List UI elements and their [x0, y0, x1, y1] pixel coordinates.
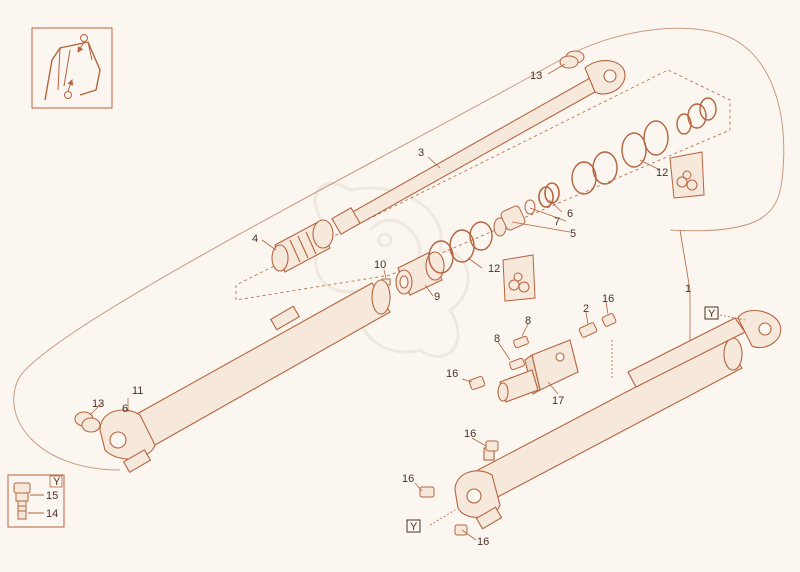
- callout-15: 15: [46, 490, 58, 502]
- reference-y-top: Y: [708, 308, 716, 320]
- callout-13-bottom: 13: [92, 398, 104, 410]
- excavator-boom-locator-icon: [31, 27, 113, 109]
- gland-seals: [428, 221, 493, 274]
- callout-10: 10: [374, 259, 386, 271]
- callout-6: 6: [567, 208, 573, 220]
- cylinder-gland: [395, 251, 445, 296]
- hydraulic-fittings: [419, 313, 617, 536]
- callout-9: 9: [434, 291, 440, 303]
- piston-seals: [571, 97, 717, 195]
- callout-12-upper: 12: [656, 167, 668, 179]
- callout-16-bottom: 16: [477, 536, 489, 548]
- callout-7: 7: [554, 216, 560, 228]
- cylinder-barrel-left: [99, 279, 391, 473]
- bleed-fitting-inset: [7, 474, 65, 528]
- callout-8-upper: 8: [525, 315, 531, 327]
- callout-1: 1: [685, 283, 691, 295]
- callout-4: 4: [252, 233, 258, 245]
- piston: [271, 219, 334, 273]
- callout-11-sub: 6: [122, 403, 128, 415]
- callout-17: 17: [552, 395, 564, 407]
- piston-nut-and-rings: [493, 182, 560, 237]
- callouts: 13 3 4 10 9 12 6 7 5 12 1 11 6 13 8 8 2 …: [46, 70, 691, 548]
- callout-12-lower: 12: [488, 263, 500, 275]
- reference-marks: Y Y Y: [53, 306, 719, 533]
- reference-y-inset: Y: [53, 476, 61, 488]
- callout-3: 3: [418, 147, 424, 159]
- callout-16-left: 16: [402, 473, 414, 485]
- callout-14: 14: [46, 508, 58, 520]
- rod-bushing-bottom: [74, 411, 101, 433]
- callout-5: 5: [570, 228, 576, 240]
- piston-rod: [331, 59, 626, 236]
- relief-valve-block: [497, 339, 579, 403]
- callout-11: 11: [132, 385, 143, 397]
- callout-8-lower: 8: [494, 333, 500, 345]
- callout-16-middle: 16: [464, 428, 476, 440]
- callout-16-valve: 16: [446, 368, 458, 380]
- seal-kit-bag-icon: [502, 151, 705, 302]
- callout-16-right: 16: [602, 293, 614, 305]
- callout-2: 2: [583, 303, 589, 315]
- seal-group-dashed-box: [235, 69, 731, 301]
- rod-bushing-top: [559, 50, 585, 69]
- leader-lines: [89, 63, 746, 541]
- reference-y-bottom: Y: [410, 521, 418, 533]
- callout-13-top: 13: [530, 70, 542, 82]
- cylinder-assembly-right: [454, 309, 782, 530]
